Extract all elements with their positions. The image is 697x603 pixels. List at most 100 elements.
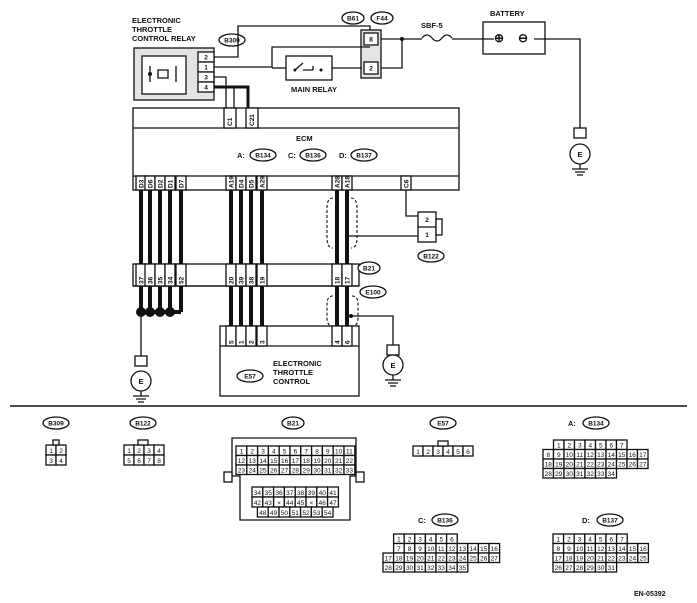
etc-pin: 3	[260, 340, 267, 344]
badge-b134: B134	[588, 421, 604, 428]
connector-cell: 27	[565, 565, 573, 572]
b21-pin: 18	[335, 276, 342, 284]
badge-b309: B309	[48, 421, 64, 428]
connector-cell: 44	[286, 500, 294, 507]
connector-cell: 10	[576, 546, 584, 553]
connector-cell: 45	[297, 500, 305, 507]
etc-pin: 4	[335, 340, 342, 344]
ecm-conn-d: D:	[339, 151, 347, 160]
connector-cell: 17	[292, 458, 300, 465]
ground-label: E	[390, 361, 395, 370]
battery-minus-icon: ⊖	[518, 31, 528, 45]
badge-b309: B309	[224, 38, 240, 45]
connector-cell: 32	[587, 471, 595, 478]
connector-cell: 25	[639, 555, 647, 562]
ecm-pin: D2	[158, 179, 165, 188]
connector-cell: 7	[147, 458, 151, 465]
b21-pin: 39	[239, 276, 246, 284]
relay-contact-icon	[148, 72, 152, 76]
connector-cell: 53	[313, 510, 321, 517]
connector-cell: 34	[254, 490, 262, 497]
connector-cell: 52	[302, 510, 310, 517]
connector-cell: 16	[281, 458, 289, 465]
badge-b122: B122	[135, 421, 151, 428]
ecm-conn-a: A:	[237, 151, 245, 160]
battery: BATTERY ⊕ ⊖	[482, 9, 546, 55]
connector-cell: 1	[240, 448, 244, 455]
doc-id: EN-05392	[634, 591, 666, 598]
connector-cell: 12	[597, 546, 605, 553]
connector-cell: 5	[127, 458, 131, 465]
ecm-pin: C6	[404, 179, 411, 188]
connector-cell: 29	[586, 565, 594, 572]
main-relay-label: MAIN RELAY	[291, 85, 337, 94]
etc-relay-label-3: CONTROL RELAY	[132, 34, 196, 43]
connector-cell: 50	[281, 510, 289, 517]
connector-cell: 21	[597, 555, 605, 562]
connector-cell: 51	[292, 510, 300, 517]
connector-cell: 20	[416, 555, 424, 562]
connector-cell: 25	[469, 555, 477, 562]
connector-cell: 10	[335, 448, 343, 455]
connector-cell: 8	[556, 546, 560, 553]
connector-cell: 2	[59, 448, 63, 455]
connector-cell: 6	[137, 458, 141, 465]
connector-cell: 47	[329, 500, 337, 507]
connector-cell: 54	[324, 510, 332, 517]
ground-battery: E	[569, 127, 591, 176]
ground-icon	[572, 164, 588, 176]
connector-cell: 41	[329, 490, 337, 497]
connector-cell: 27	[281, 467, 289, 474]
connector-cell: 16	[629, 452, 637, 459]
connector-cell: 18	[565, 555, 573, 562]
connector-cell: 1	[557, 442, 561, 449]
connector-cell: 13	[459, 546, 467, 553]
connector-cell: 1	[127, 448, 131, 455]
connector-cell: 31	[608, 565, 616, 572]
etc-relay: ELECTRONIC THROTTLE CONTROL RELAY B309 2…	[132, 16, 246, 101]
b21-pin: 36	[148, 276, 155, 284]
connector-cell: 5	[599, 442, 603, 449]
connector-cell: 17	[639, 452, 647, 459]
harness-ecm-b21	[139, 190, 418, 264]
ecm-pin: A28	[335, 176, 342, 188]
b122-pin: 1	[425, 232, 429, 239]
connector-cell: 24	[629, 555, 637, 562]
b21-pin: 34	[168, 276, 175, 284]
connector-cell: 26	[629, 461, 637, 468]
connector-cell: 7	[620, 536, 624, 543]
connector-cell: 22	[587, 461, 595, 468]
main-relay: MAIN RELAY	[285, 55, 337, 94]
connector-cell: 4	[588, 536, 592, 543]
ground-label: E	[138, 377, 143, 386]
ecm-pin: A18	[345, 176, 352, 188]
connector-cell: 30	[313, 467, 321, 474]
connector-cell: 40	[319, 490, 327, 497]
badge-e57: E57	[244, 374, 256, 381]
connector-cell: 14	[469, 546, 477, 553]
etc-pin: 5	[229, 340, 236, 344]
ground-label: E	[577, 150, 582, 159]
connector-cell: 31	[324, 467, 332, 474]
connector-cell: 32	[427, 565, 435, 572]
connector-cell: 10	[566, 452, 574, 459]
connector-cell: 23	[238, 467, 246, 474]
etc-pin: 6	[345, 340, 352, 344]
connector-cell: 5	[456, 449, 460, 456]
ecm-pin: D7	[179, 179, 186, 188]
connector-cell: 22	[438, 555, 446, 562]
badge-e100: E100	[365, 290, 381, 297]
connector-cell: 24	[608, 461, 616, 468]
connector-cell: 28	[292, 467, 300, 474]
connector-cell: 34	[448, 565, 456, 572]
connector-cell: 46	[319, 500, 327, 507]
connector-cell: 13	[597, 452, 605, 459]
connector-cell: 2	[408, 536, 412, 543]
connector-cell: 35	[265, 490, 273, 497]
